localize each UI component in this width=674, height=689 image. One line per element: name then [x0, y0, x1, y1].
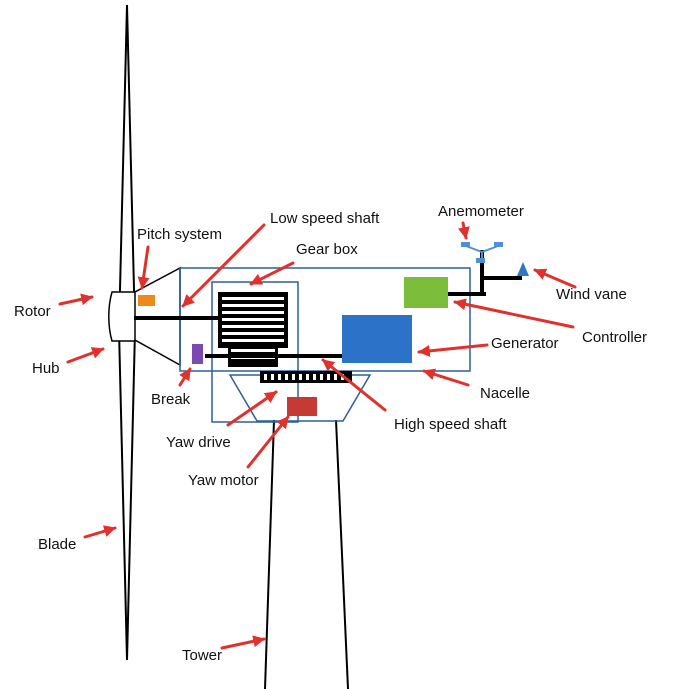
yaw-gear-tooth	[334, 374, 337, 380]
break-arrow	[178, 367, 192, 387]
yaw-gear-tooth	[299, 374, 302, 380]
anemometer-cup	[494, 242, 503, 247]
rotor-arrow	[58, 293, 94, 306]
gear-line	[222, 339, 284, 342]
tower-label: Tower	[182, 647, 223, 664]
controller-arrow	[453, 298, 575, 329]
anemometer-cup	[461, 242, 470, 247]
anemometer-label: Anemometer	[438, 203, 524, 220]
sensor-mast	[448, 250, 522, 296]
pitch-system-label: Pitch system	[137, 226, 223, 243]
gear-line	[222, 297, 284, 300]
wind-vane	[517, 262, 529, 276]
gear-line	[222, 311, 284, 314]
low-speed-shaft-arrow	[181, 223, 266, 308]
break-label: Break	[151, 391, 191, 408]
annotation-arrows	[58, 221, 577, 650]
generator-arrow	[417, 343, 489, 357]
low-speed-shaft-label: Low speed shaft	[270, 210, 380, 227]
controller-label: Controller	[582, 329, 648, 346]
hub-label: Hub	[32, 360, 60, 377]
gear-line	[231, 349, 275, 352]
tower-left-edge	[264, 419, 275, 689]
high-speed-shaft-arrow	[321, 358, 387, 412]
generator	[342, 315, 412, 363]
gear-line	[222, 304, 284, 307]
yaw-drive	[260, 371, 352, 383]
yaw-motor	[287, 397, 317, 416]
yaw-gear-tooth	[285, 374, 288, 380]
gear-line	[222, 325, 284, 328]
yaw-motor-arrow	[246, 415, 290, 469]
nacelle-label: Nacelle	[480, 385, 531, 402]
gear-line	[222, 318, 284, 321]
wind-vane-label: Wind vane	[556, 286, 627, 303]
blade-arrow	[83, 525, 117, 539]
anemometer-cup	[476, 258, 485, 263]
pitch-system-arrow	[137, 245, 150, 290]
controller	[404, 277, 448, 308]
tower-arrow	[220, 635, 266, 650]
yaw-gear-tooth	[306, 374, 309, 380]
rotor-label: Rotor	[14, 303, 51, 320]
yaw-motor-label: Yaw motor	[188, 472, 259, 489]
blade-label: Blade	[38, 536, 77, 553]
generator-label: Generator	[491, 335, 559, 352]
yaw-gear-tooth	[292, 374, 295, 380]
gear-line	[222, 332, 284, 335]
gear-box-arrow	[249, 261, 295, 286]
anemometer-arrow	[457, 221, 470, 240]
yaw-drive-label: Yaw drive	[166, 434, 231, 451]
tower	[264, 419, 349, 689]
high-speed-shaft-label: High speed shaft	[394, 416, 507, 433]
yaw-gear-tooth	[278, 374, 281, 380]
wind-vane-arrow	[533, 268, 577, 289]
yaw-gear-tooth	[327, 374, 330, 380]
yaw-gear-tooth	[271, 374, 274, 380]
hub-arrow	[66, 347, 105, 364]
yaw-gear-tooth	[313, 374, 316, 380]
anemometer	[461, 242, 503, 263]
gear-box-label: Gear box	[296, 241, 358, 258]
tower-right-edge	[335, 419, 349, 689]
pitch-system	[138, 295, 155, 306]
yaw-gear-tooth	[264, 374, 267, 380]
brake	[192, 344, 203, 364]
rotor-hub-nose	[108, 291, 135, 342]
yaw-gear-tooth	[320, 374, 323, 380]
yaw-drive-arrow	[226, 390, 278, 427]
nacelle-arrow	[422, 368, 470, 387]
